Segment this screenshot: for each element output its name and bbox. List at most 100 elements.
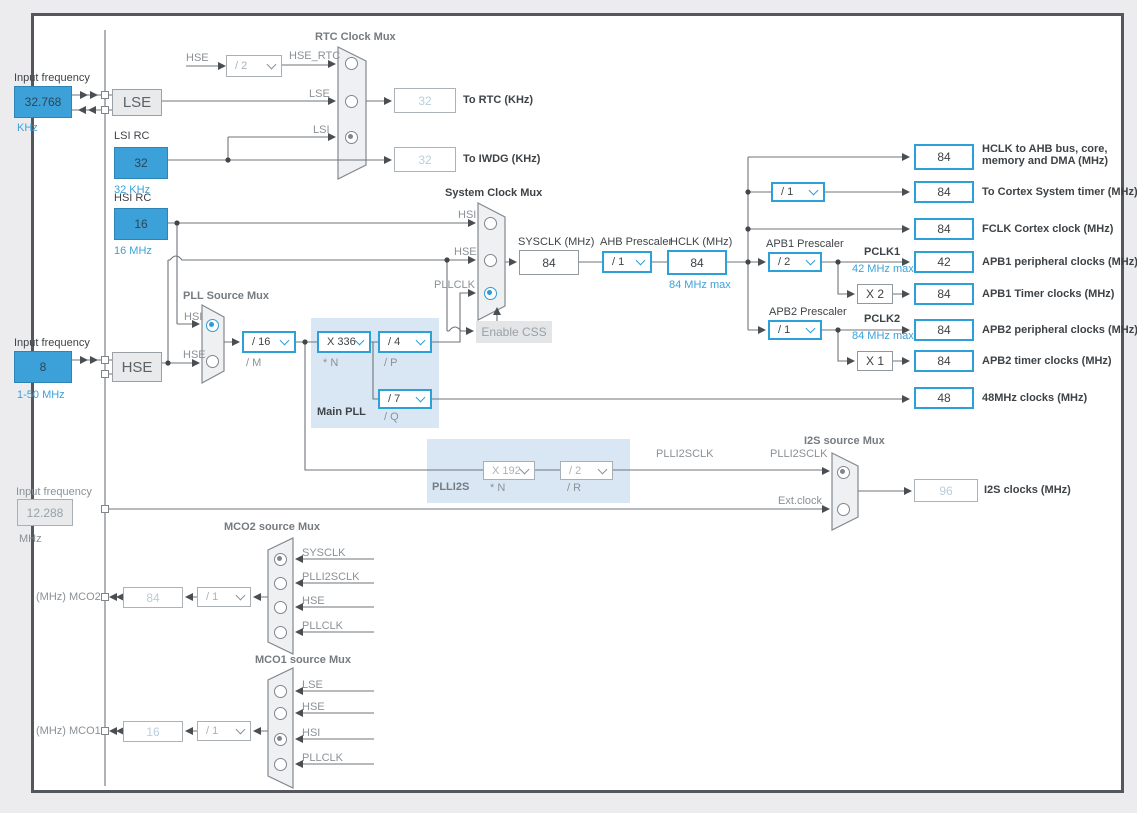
sys-hse-signal-label: HSE (454, 246, 477, 258)
apb2-prescaler-dropdown[interactable]: / 1 (768, 320, 822, 340)
mco2-mux-sysclk-radio[interactable] (273, 552, 287, 566)
i2s-ext-clock-input-label: Ext.clock (778, 495, 823, 507)
hclk-ahb-output-box: 84 (914, 144, 974, 170)
plli2s-n-multiplier-dropdown[interactable]: X 192 (483, 461, 535, 480)
lse-signal-label: LSE (309, 88, 330, 100)
hclk-ahb-output-label: HCLK to AHB bus, core, memory and DMA (M… (982, 143, 1109, 167)
hclk-value-box[interactable]: 84 (667, 250, 727, 275)
plli2s-r-divider-dropdown[interactable]: / 2 (560, 461, 613, 480)
to-iwdg-value-box: 32 (394, 147, 456, 172)
pll-mux-hse-radio[interactable] (205, 354, 219, 368)
hsi-note: 16 MHz (114, 245, 152, 257)
mco1-mux-hse-radio[interactable] (273, 706, 287, 720)
lse-frequency-input[interactable]: 32.768 (14, 86, 72, 118)
i2s-ext-frequency-input[interactable]: 12.288 (17, 499, 73, 526)
pll-q-divider-dropdown[interactable]: / 7 (378, 389, 432, 409)
mco2-mux-plli2sclk-radio[interactable] (273, 576, 287, 590)
apb1-timer-multiplier-box: X 2 (857, 284, 893, 304)
i2s-mux-plli2sclk-radio[interactable] (836, 465, 850, 479)
apb2-timer-output-box: 84 (914, 350, 974, 372)
system-clock-mux-title: System Clock Mux (445, 187, 543, 199)
apb1-prescaler-dropdown[interactable]: / 2 (768, 252, 822, 272)
apb2-timer-multiplier-box: X 1 (857, 351, 893, 371)
mco2-pllclk-input-label: PLLCLK (302, 620, 343, 632)
hclk-max-note: 84 MHz max (669, 279, 731, 291)
lse-unit-label: KHz (17, 122, 38, 134)
chevron-down-icon (415, 392, 426, 403)
hclk-label: HCLK (MHz) (670, 236, 733, 248)
to-rtc-label: To RTC (KHz) (463, 94, 534, 106)
rtc-mux-lsi-radio[interactable] (344, 130, 358, 144)
hse-rtc-signal-label: HSE_RTC (289, 50, 341, 62)
mco2-mux-pllclk-radio[interactable] (273, 625, 287, 639)
fclk-output-box: 84 (914, 218, 974, 240)
mco2-mux-title: MCO2 source Mux (224, 521, 320, 533)
chevron-down-icon (235, 724, 246, 735)
mco1-hse-input-label: HSE (302, 701, 325, 713)
pll-q-label: / Q (384, 411, 399, 423)
hse-range-note: 1-50 MHz (17, 389, 65, 401)
hsi-title: HSI RC (114, 192, 152, 204)
sys-mux-pllclk-radio[interactable] (483, 286, 497, 300)
apb1-peripheral-output-box: 42 (914, 251, 974, 273)
chevron-down-icon (805, 255, 816, 266)
pll-hse-signal-label: HSE (183, 349, 206, 361)
hsi-frequency-box: 16 (114, 208, 168, 240)
mco2-hse-input-label: HSE (302, 595, 325, 607)
cortex-timer-output-label: To Cortex System timer (MHz) (982, 186, 1137, 198)
rtc-mux-shape (337, 46, 367, 180)
cortex-timer-divider-dropdown[interactable]: / 1 (771, 182, 825, 202)
enable-css-button[interactable]: Enable CSS (476, 321, 552, 343)
pll-m-divider-dropdown[interactable]: / 16 (242, 331, 296, 353)
pll-n-label: * N (323, 357, 339, 369)
ahb-prescaler-dropdown[interactable]: / 1 (602, 251, 652, 273)
lse-input-frequency-label: Input frequency (14, 72, 90, 84)
to-rtc-value-box: 32 (394, 88, 456, 113)
i2s-mux-ext-clock-radio[interactable] (836, 502, 850, 516)
sys-pllclk-signal-label: PLLCLK (434, 279, 475, 291)
mco1-mux-hsi-radio[interactable] (273, 732, 287, 746)
plli2s-title: PLLI2S (432, 481, 470, 493)
rtc-hse-divider-dropdown[interactable]: / 2 (226, 55, 282, 77)
mco2-source-mux-shape (267, 537, 294, 655)
mco2-sysclk-input-label: SYSCLK (302, 547, 346, 559)
lsi-signal-label: LSI (313, 124, 330, 136)
pclk2-label: PCLK2 (864, 313, 901, 325)
main-pll-title: Main PLL (317, 406, 366, 418)
sys-hsi-signal-label: HSI (458, 209, 477, 221)
plli2s-n-label: * N (490, 482, 506, 494)
mco1-pin-label: (MHz) MCO1 (36, 725, 101, 737)
pll-source-mux-title: PLL Source Mux (183, 290, 269, 302)
mco1-mux-pllclk-radio[interactable] (273, 757, 287, 771)
chevron-down-icon (635, 255, 646, 266)
mco1-lse-input-label: LSE (302, 679, 323, 691)
sys-mux-hsi-radio[interactable] (483, 216, 497, 230)
chevron-down-icon (266, 59, 277, 70)
apb2-timer-output-label: APB2 timer clocks (MHz) (982, 355, 1112, 367)
hse-input-frequency-label: Input frequency (14, 337, 90, 349)
pll-n-multiplier-dropdown[interactable]: X 336 (317, 331, 371, 353)
mco1-mux-lse-radio[interactable] (273, 684, 287, 698)
lsi-note: 32 KHz (114, 184, 151, 196)
mco1-pllclk-input-label: PLLCLK (302, 752, 343, 764)
lsi-frequency-box: 32 (114, 147, 168, 179)
sys-mux-hse-radio[interactable] (483, 253, 497, 267)
rtc-mux-lse-radio[interactable] (344, 94, 358, 108)
mco2-divider-dropdown[interactable]: / 1 (197, 587, 251, 607)
i2s-input-unit-label: MHz (19, 533, 42, 545)
hse-frequency-input[interactable]: 8 (14, 351, 72, 383)
pll-p-divider-dropdown[interactable]: / 4 (378, 331, 432, 353)
mco1-source-mux-shape (267, 667, 294, 789)
chevron-down-icon (235, 590, 246, 601)
mco2-mux-hse-radio[interactable] (273, 600, 287, 614)
chevron-down-icon (808, 185, 819, 196)
clk48-output-label: 48MHz clocks (MHz) (982, 392, 1088, 404)
to-iwdg-label: To IWDG (KHz) (463, 153, 541, 165)
chevron-down-icon (597, 464, 608, 474)
i2s-mux-title: I2S source Mux (804, 435, 885, 447)
pll-mux-hsi-radio[interactable] (205, 318, 219, 332)
rtc-mux-hse-rtc-radio[interactable] (344, 56, 358, 70)
chevron-down-icon (354, 335, 365, 346)
mco1-divider-dropdown[interactable]: / 1 (197, 721, 251, 741)
